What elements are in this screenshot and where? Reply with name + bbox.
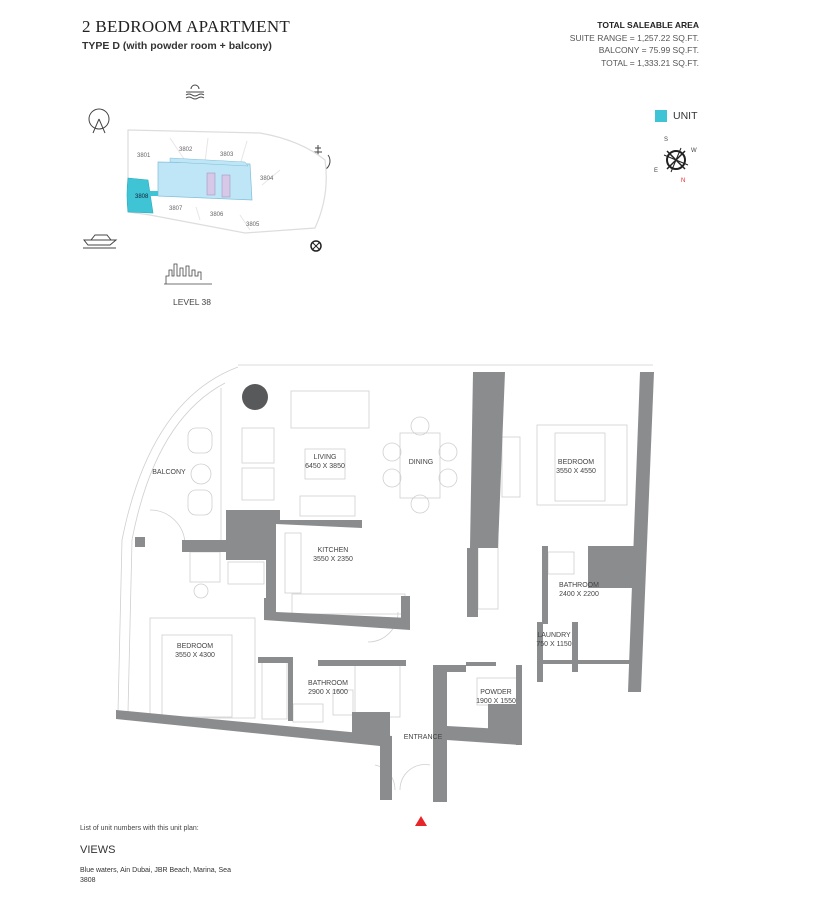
unit-numbers: 3808	[80, 877, 96, 884]
unit-3805: 3805	[246, 222, 260, 228]
unit-3801: 3801	[137, 153, 151, 159]
area-heading: TOTAL SALEABLE AREA	[597, 20, 699, 30]
room-dimensions: 6450 X 3850	[305, 463, 345, 470]
room-bedroom-2: BEDROOM 3550 X 4300	[175, 642, 215, 660]
room-dimensions: 3550 X 4550	[556, 468, 596, 475]
room-powder: POWDER 1900 X 1550	[476, 688, 516, 706]
room-living: LIVING 6450 X 3850	[305, 453, 345, 471]
room-label: LAUNDRY	[537, 632, 571, 639]
room-label: BATHROOM	[308, 680, 348, 687]
room-bedroom-master: BEDROOM 3550 X 4550	[556, 458, 596, 476]
room-bathroom-2: BATHROOM 2900 X 1600	[308, 679, 348, 697]
unit-3804: 3804	[260, 176, 274, 182]
walls	[116, 372, 654, 802]
column	[242, 384, 268, 410]
unit-3807: 3807	[169, 206, 183, 212]
room-balcony: BALCONY	[152, 469, 186, 476]
yacht-icon	[82, 234, 118, 249]
unit-3802: 3802	[179, 147, 193, 153]
room-dimensions: 3550 X 2350	[313, 556, 353, 563]
entry-marker	[415, 816, 427, 826]
unit-swatch	[655, 110, 667, 122]
room-bathroom-master: BATHROOM 2400 X 2200	[559, 581, 599, 599]
page-title: 2 BEDROOM APARTMENT	[82, 17, 291, 36]
balcony-area: BALCONY = 75.99 SQ.FT.	[598, 45, 699, 55]
legend-label: UNIT	[673, 110, 698, 122]
level-label: LEVEL 38	[173, 297, 211, 307]
room-entrance: ENTRANCE	[403, 734, 443, 741]
total-area: TOTAL = 1,333.21 SQ.FT.	[601, 57, 699, 68]
room-laundry: LAUNDRY 750 X 1150	[536, 631, 571, 649]
room-kitchen: KITCHEN 3550 X 2350	[313, 546, 353, 564]
legend: UNIT	[655, 110, 698, 122]
unit-list-label: List of unit numbers with this unit plan…	[80, 825, 199, 832]
views-text: Blue waters, Ain Dubai, JBR Beach, Marin…	[80, 867, 231, 874]
unit-3808: 3808	[135, 194, 149, 200]
sea-icon	[185, 84, 205, 100]
room-label: LIVING	[313, 454, 337, 461]
room-label: BEDROOM	[557, 459, 595, 466]
unit-3803: 3803	[220, 152, 234, 158]
room-dimensions: 2400 X 2200	[559, 591, 599, 598]
views-heading: VIEWS	[80, 844, 116, 856]
highlighted-unit	[126, 177, 154, 214]
room-dimensions: 750 X 1150	[536, 641, 572, 648]
unit-3806: 3806	[210, 212, 224, 218]
room-label: BATHROOM	[559, 582, 599, 589]
suite-range: SUITE RANGE = 1,257.22 SQ.FT.	[569, 32, 699, 43]
ain-dubai-icon	[88, 108, 110, 134]
compass-small-icon	[310, 240, 322, 252]
room-label: BEDROOM	[176, 643, 214, 650]
room-label: KITCHEN	[317, 547, 349, 554]
views-list: Blue waters, Ain Dubai, JBR Beach, Marin…	[80, 866, 231, 886]
room-dining: DINING	[408, 459, 434, 466]
room-label: POWDER	[480, 689, 512, 696]
room-dimensions: 3550 X 4300	[175, 652, 215, 659]
room-dimensions: 1900 X 1550	[476, 698, 516, 705]
skyline-icon	[164, 263, 212, 285]
room-dimensions: 2900 X 1600	[308, 689, 348, 696]
unit-type: TYPE D (with powder room + balcony)	[82, 40, 272, 52]
saleable-area: TOTAL SALEABLE AREA SUITE RANGE = 1,257.…	[570, 19, 699, 69]
